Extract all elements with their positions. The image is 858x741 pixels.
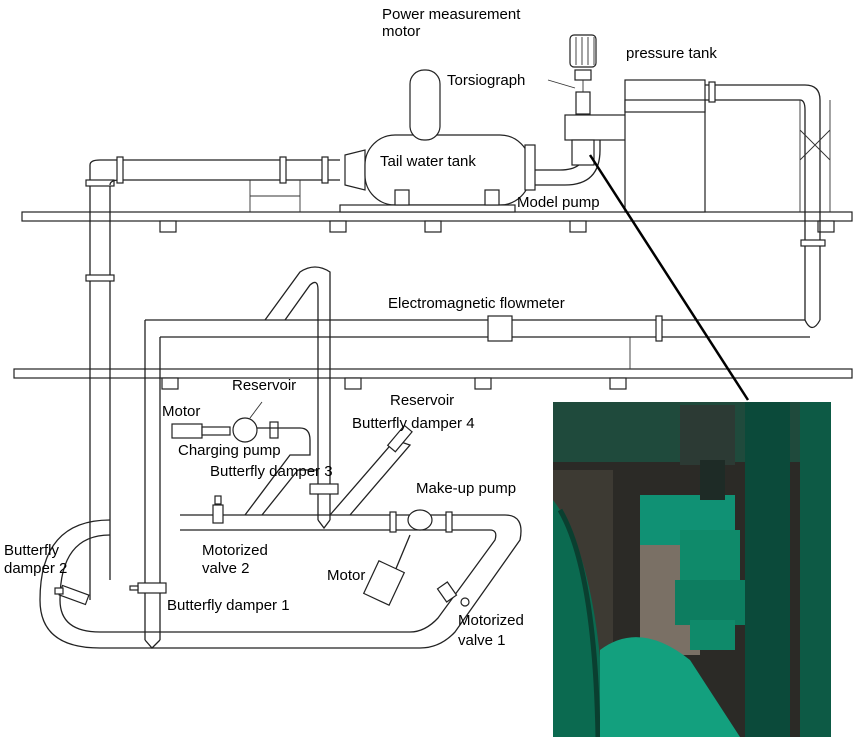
- photo-leader-line: [588, 154, 750, 401]
- butterfly-damper-2-label-2: damper 2: [4, 560, 67, 577]
- charging-pump-assembly: Motor Reservoir Charging pump: [162, 377, 311, 459]
- reservoir-right-label: Reservoir: [390, 392, 454, 409]
- top-inlet-pipe: [89, 149, 366, 212]
- butterfly-damper-3: Butterfly damper 3: [210, 440, 339, 516]
- diagonal-riser-pipe: [264, 266, 331, 530]
- model-pump-label: Model pump: [517, 194, 600, 211]
- pressure-tank: pressure tank: [624, 45, 821, 213]
- electromagnetic-flowmeter-label: Electromagnetic flowmeter: [388, 295, 565, 312]
- motorized-valve-2-label-2: valve 2: [202, 560, 250, 577]
- left-vertical-pipe: [85, 165, 115, 600]
- reservoir-left-label: Reservoir: [232, 377, 296, 394]
- motor-left-label: Motor: [162, 403, 200, 420]
- butterfly-damper-4-pipe: Reservoir Butterfly damper 4: [329, 392, 475, 516]
- motorized-valve-1-label: Motorized: [458, 612, 524, 629]
- motorized-valve-2-label: Motorized: [202, 542, 268, 559]
- charging-pump-label: Charging pump: [178, 442, 281, 459]
- motorized-valve-1-label-2: valve 1: [458, 632, 506, 649]
- bottom-loop-pipe: Butterfly damper 2: [4, 514, 522, 649]
- tail-water-tank-label: Tail water tank: [380, 153, 476, 170]
- motor-bottom-label: Motor: [327, 567, 365, 584]
- butterfly-damper-1-label: Butterfly damper 1: [167, 597, 290, 614]
- butterfly-damper-3-label: Butterfly damper 3: [210, 463, 333, 480]
- torsiograph-label: Torsiograph: [447, 72, 525, 89]
- inner-left-vertical-pipe: Butterfly damper 1: [129, 320, 290, 649]
- flowmeter-pipe: Electromagnetic flowmeter: [145, 295, 810, 369]
- power-measurement-motor-label: Power measurement: [382, 6, 521, 23]
- right-vertical-pipe: [799, 100, 831, 329]
- make-up-pump-label: Make-up pump: [416, 480, 516, 497]
- butterfly-damper-4-label: Butterfly damper 4: [352, 415, 475, 432]
- lower-floor-slab: [13, 368, 853, 390]
- motorized-valve-2: Motorized valve 2: [202, 495, 268, 577]
- butterfly-damper-2-label: Butterfly: [4, 542, 60, 559]
- make-up-pump: Make-up pump Motor: [327, 480, 516, 607]
- motorized-valve-1: Motorized valve 1: [436, 581, 524, 649]
- model-pump-photo: [553, 402, 831, 738]
- tail-water-tank: Tail water tank: [339, 69, 536, 213]
- power-measurement-motor-label-2: motor: [382, 23, 420, 40]
- pressure-tank-label: pressure tank: [626, 45, 717, 62]
- upper-floor-slab: [21, 211, 853, 233]
